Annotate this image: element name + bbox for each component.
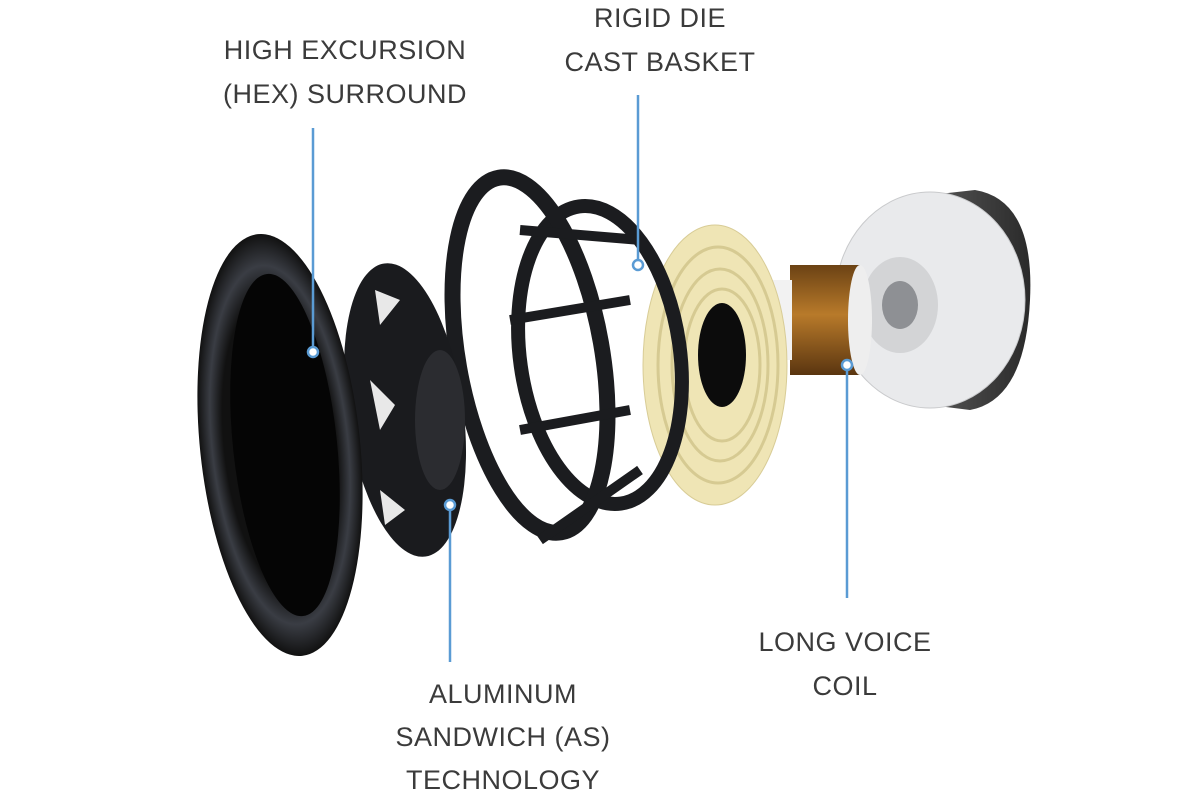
basket bbox=[444, 169, 689, 545]
callout-line: COIL bbox=[812, 671, 878, 701]
cone bbox=[343, 263, 467, 557]
callout-line: ALUMINUM bbox=[428, 679, 577, 709]
callout-basket: RIGID DIE CAST BASKET bbox=[564, 0, 755, 84]
leader-lines bbox=[306, 95, 854, 662]
callout-line: SANDWICH (AS) bbox=[395, 722, 611, 752]
callout-line: HIGH EXCURSION bbox=[223, 35, 467, 65]
callout-hex-surround: HIGH EXCURSION (HEX) SURROUND bbox=[223, 28, 467, 116]
callout-line: LONG VOICE bbox=[758, 627, 932, 657]
callout-line: (HEX) SURROUND bbox=[222, 79, 468, 109]
callout-line: CAST BASKET bbox=[564, 47, 756, 77]
callout-line: RIGID DIE bbox=[593, 3, 726, 33]
callout-as-cone: ALUMINUM SANDWICH (AS) TECHNOLOGY bbox=[396, 673, 611, 800]
callout-line: TECHNOLOGY bbox=[405, 765, 601, 795]
callout-voice-coil: LONG VOICE COIL bbox=[758, 620, 931, 708]
magnet-assembly bbox=[834, 190, 1031, 410]
surround bbox=[197, 233, 363, 657]
